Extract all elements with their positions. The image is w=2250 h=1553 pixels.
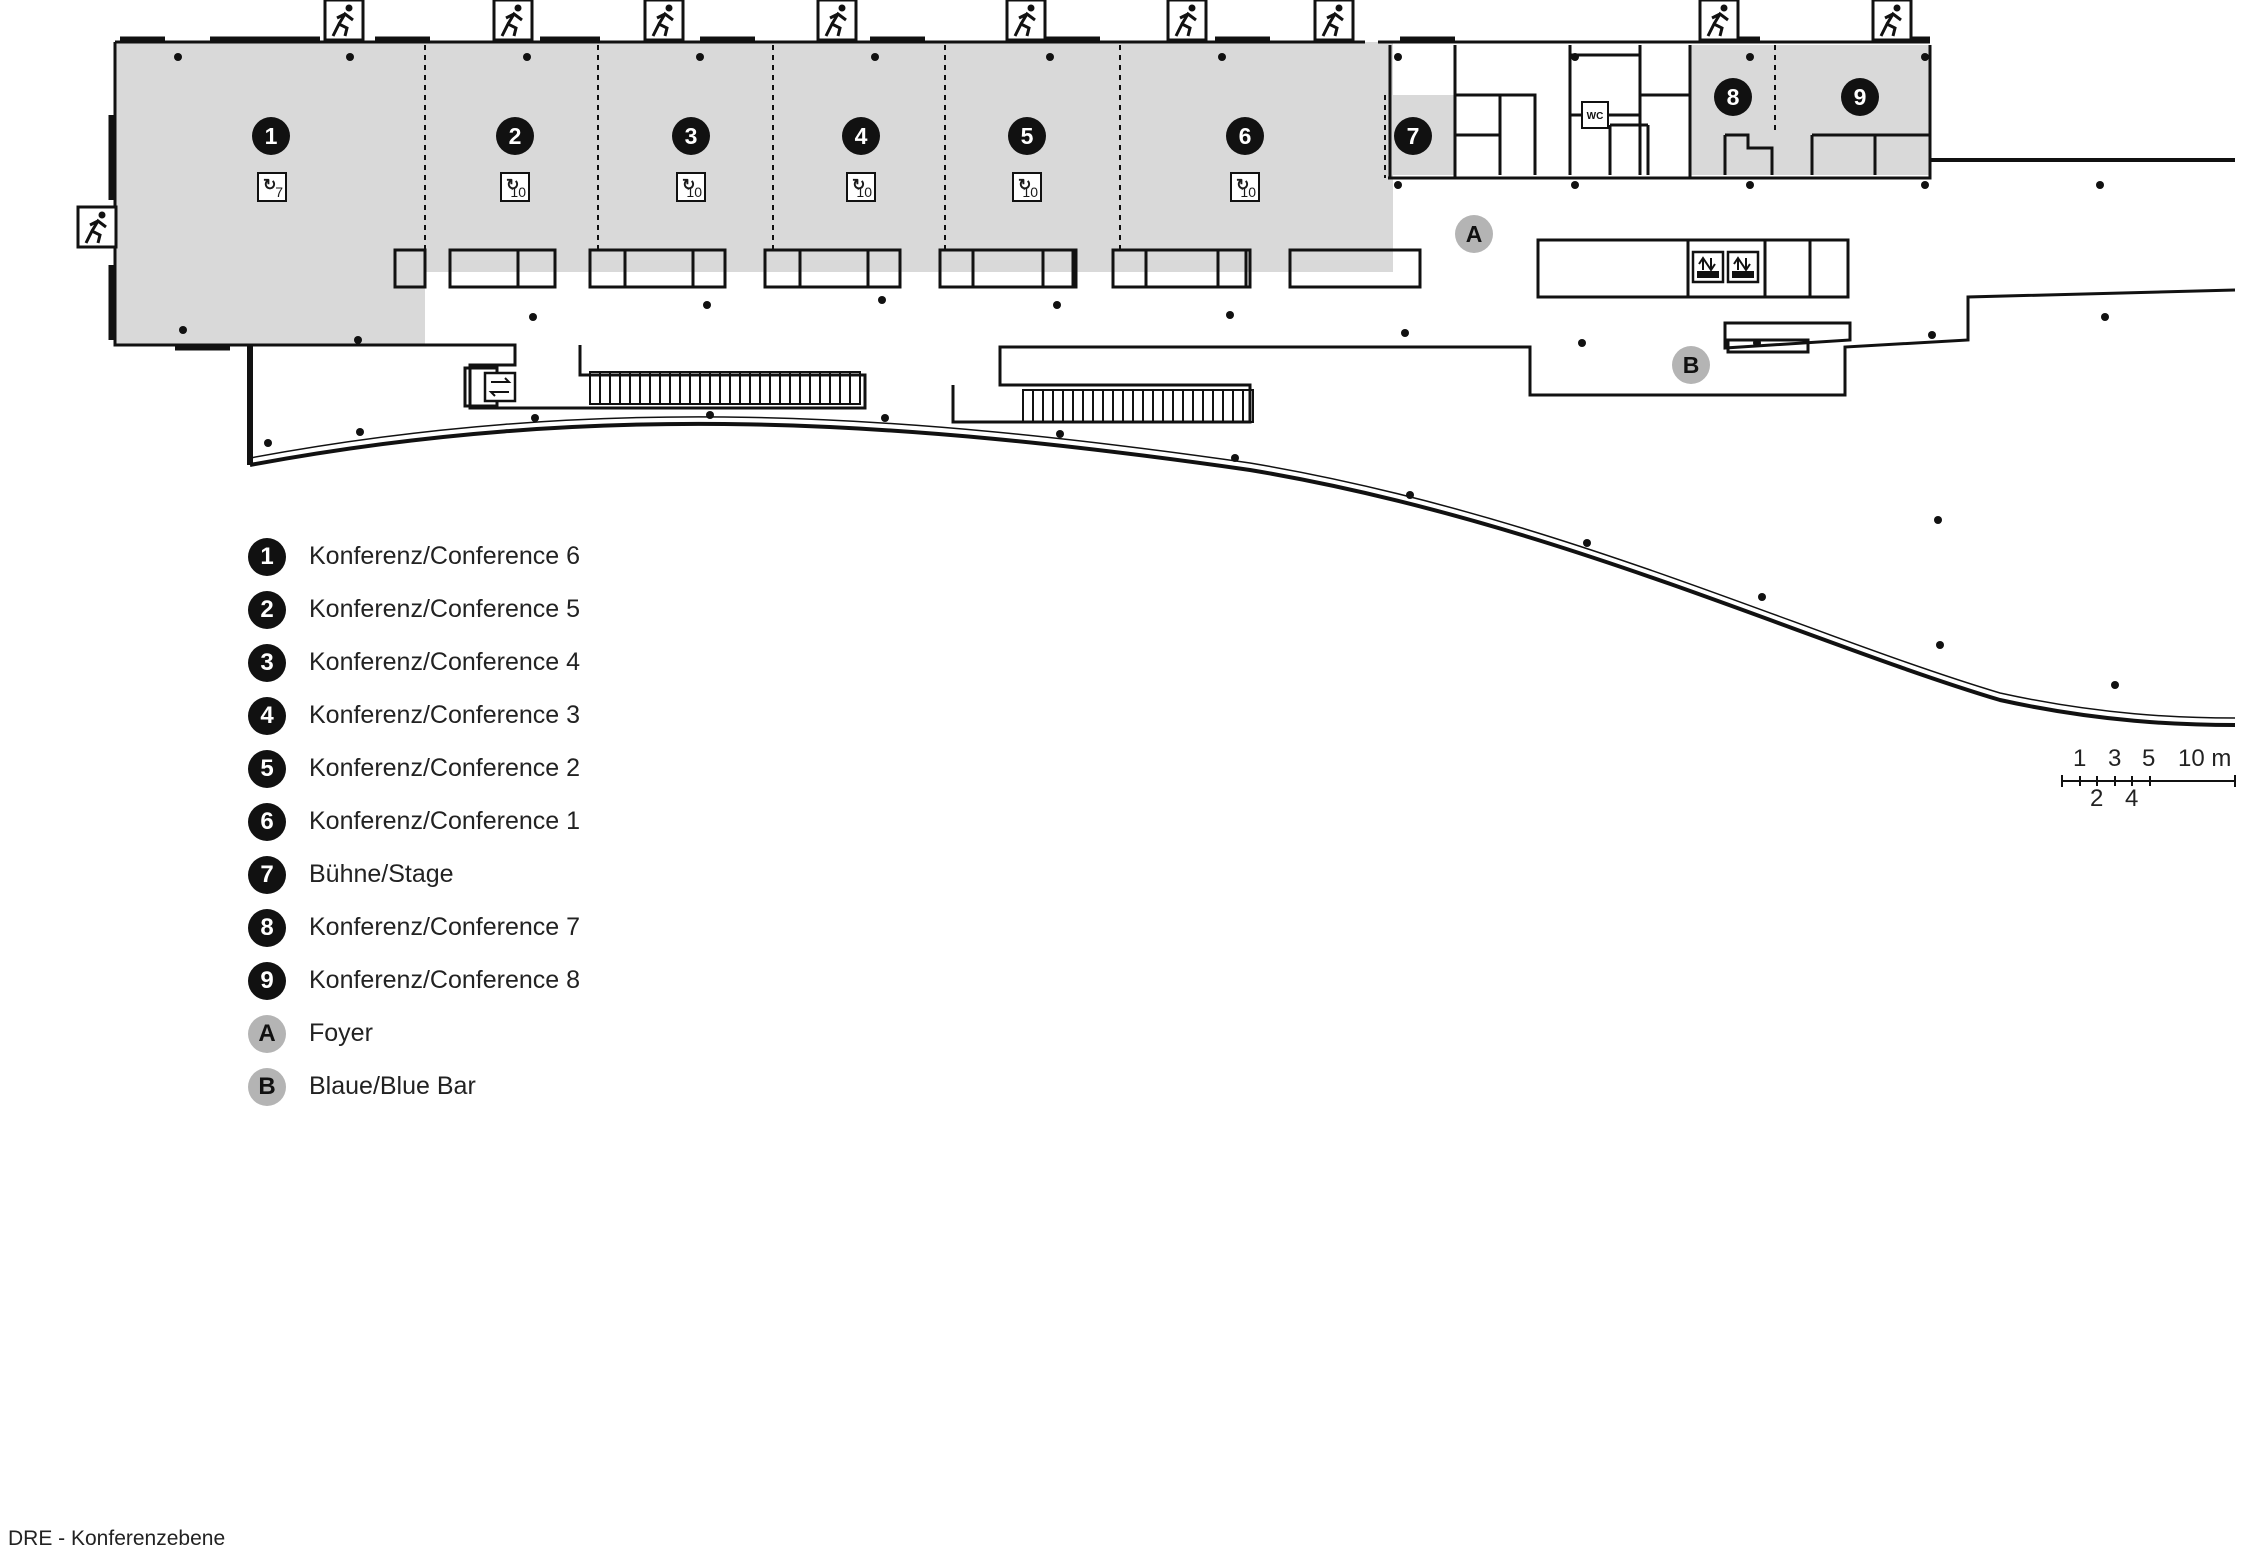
room-marker-6: 6: [1226, 117, 1264, 155]
hoist-icon-room-4: ↻10: [846, 172, 876, 202]
hoist-icon-room-3: ↻10: [676, 172, 706, 202]
scale-label-10m: 10 m: [2178, 745, 2232, 772]
scale-label-1: 1: [2073, 745, 2087, 772]
emergency-exit-icon: [1313, 0, 1355, 42]
scale-bar: [2061, 775, 2236, 787]
public-marker-a: A: [1455, 215, 1493, 253]
stairs-icon: [1022, 389, 1254, 423]
legend-label: Konferenz/Conference 2: [309, 754, 581, 782]
legend-marker: 6: [248, 802, 286, 841]
room-marker-7: 7: [1394, 117, 1432, 155]
legend-marker: 4: [248, 696, 286, 735]
legend-item: 2 Konferenz/Conference 5: [248, 583, 580, 636]
emergency-exit-icon: [492, 0, 534, 42]
svg-text:WC: WC: [1587, 111, 1604, 122]
scale-label-3: 3: [2108, 745, 2122, 772]
hoist-icon-room-6: ↻10: [1230, 172, 1260, 202]
legend-label: Konferenz/Conference 3: [309, 701, 581, 729]
legend-label: Konferenz/Conference 8: [309, 966, 581, 994]
plan-caption: DRE - Konferenzebene: [8, 1527, 226, 1550]
structural-columns: [174, 53, 2119, 689]
legend-marker: 5: [248, 749, 286, 788]
legend-label: Konferenz/Conference 7: [309, 913, 581, 941]
direction-icon: [483, 371, 517, 403]
legend-marker: 9: [248, 961, 286, 1000]
scale-label-4: 4: [2125, 785, 2139, 812]
emergency-exit-icon: [816, 0, 858, 42]
room-marker-4: 4: [842, 117, 880, 155]
legend-label: Konferenz/Conference 5: [309, 595, 581, 623]
legend-item: 5 Konferenz/Conference 2: [248, 742, 580, 795]
legend-marker: A: [248, 1014, 286, 1053]
legend-label: Konferenz/Conference 6: [309, 542, 581, 570]
legend-marker: 1: [248, 537, 286, 576]
legend-item: 9 Konferenz/Conference 8: [248, 954, 580, 1007]
legend-item: 3 Konferenz/Conference 4: [248, 636, 580, 689]
emergency-exit-icon: [1698, 0, 1740, 42]
legend-label: Konferenz/Conference 1: [309, 807, 581, 835]
hoist-icon-room-1: ↻7: [257, 172, 287, 202]
legend-label: Foyer: [309, 1019, 373, 1047]
emergency-exit-icon: [323, 0, 365, 42]
emergency-exit-icons: [76, 0, 1913, 249]
room-marker-5: 5: [1008, 117, 1046, 155]
escalator-icon: [589, 371, 861, 405]
room-marker-2: 2: [496, 117, 534, 155]
scale-label-5: 5: [2142, 745, 2156, 772]
hoist-icon-room-2: ↻10: [500, 172, 530, 202]
legend-marker: 3: [248, 643, 286, 682]
legend-marker: 7: [248, 855, 286, 894]
legend-item: 6 Konferenz/Conference 1: [248, 795, 580, 848]
legend-item: A Foyer: [248, 1007, 580, 1060]
emergency-exit-icon: [643, 0, 685, 42]
legend-label: Bühne/Stage: [309, 860, 454, 888]
scale-label-2: 2: [2090, 785, 2104, 812]
elevator-icon: [1691, 250, 1760, 284]
room-fill-group: [115, 42, 1930, 345]
room-marker-9: 9: [1841, 78, 1879, 116]
room-marker-3: 3: [672, 117, 710, 155]
legend-item: 4 Konferenz/Conference 3: [248, 689, 580, 742]
emergency-exit-icon: [1166, 0, 1208, 42]
legend-item: 1 Konferenz/Conference 6: [248, 530, 580, 583]
wc-icon: WC: [1581, 101, 1609, 129]
legend-marker: 2: [248, 590, 286, 629]
legend-item: 7 Bühne/Stage: [248, 848, 580, 901]
legend-item: 8 Konferenz/Conference 7: [248, 901, 580, 954]
legend-marker: 8: [248, 908, 286, 947]
public-marker-b: B: [1672, 346, 1710, 384]
emergency-exit-icon: [76, 205, 118, 249]
legend-label: Konferenz/Conference 4: [309, 648, 581, 676]
emergency-exit-icon: [1871, 0, 1913, 42]
legend-label: Blaue/Blue Bar: [309, 1072, 476, 1100]
room-marker-8: 8: [1714, 78, 1752, 116]
legend-item: B Blaue/Blue Bar: [248, 1060, 580, 1113]
emergency-exit-icon: [1005, 0, 1047, 42]
legend-marker: B: [248, 1067, 286, 1106]
room-marker-1: 1: [252, 117, 290, 155]
hoist-icon-room-5: ↻10: [1012, 172, 1042, 202]
